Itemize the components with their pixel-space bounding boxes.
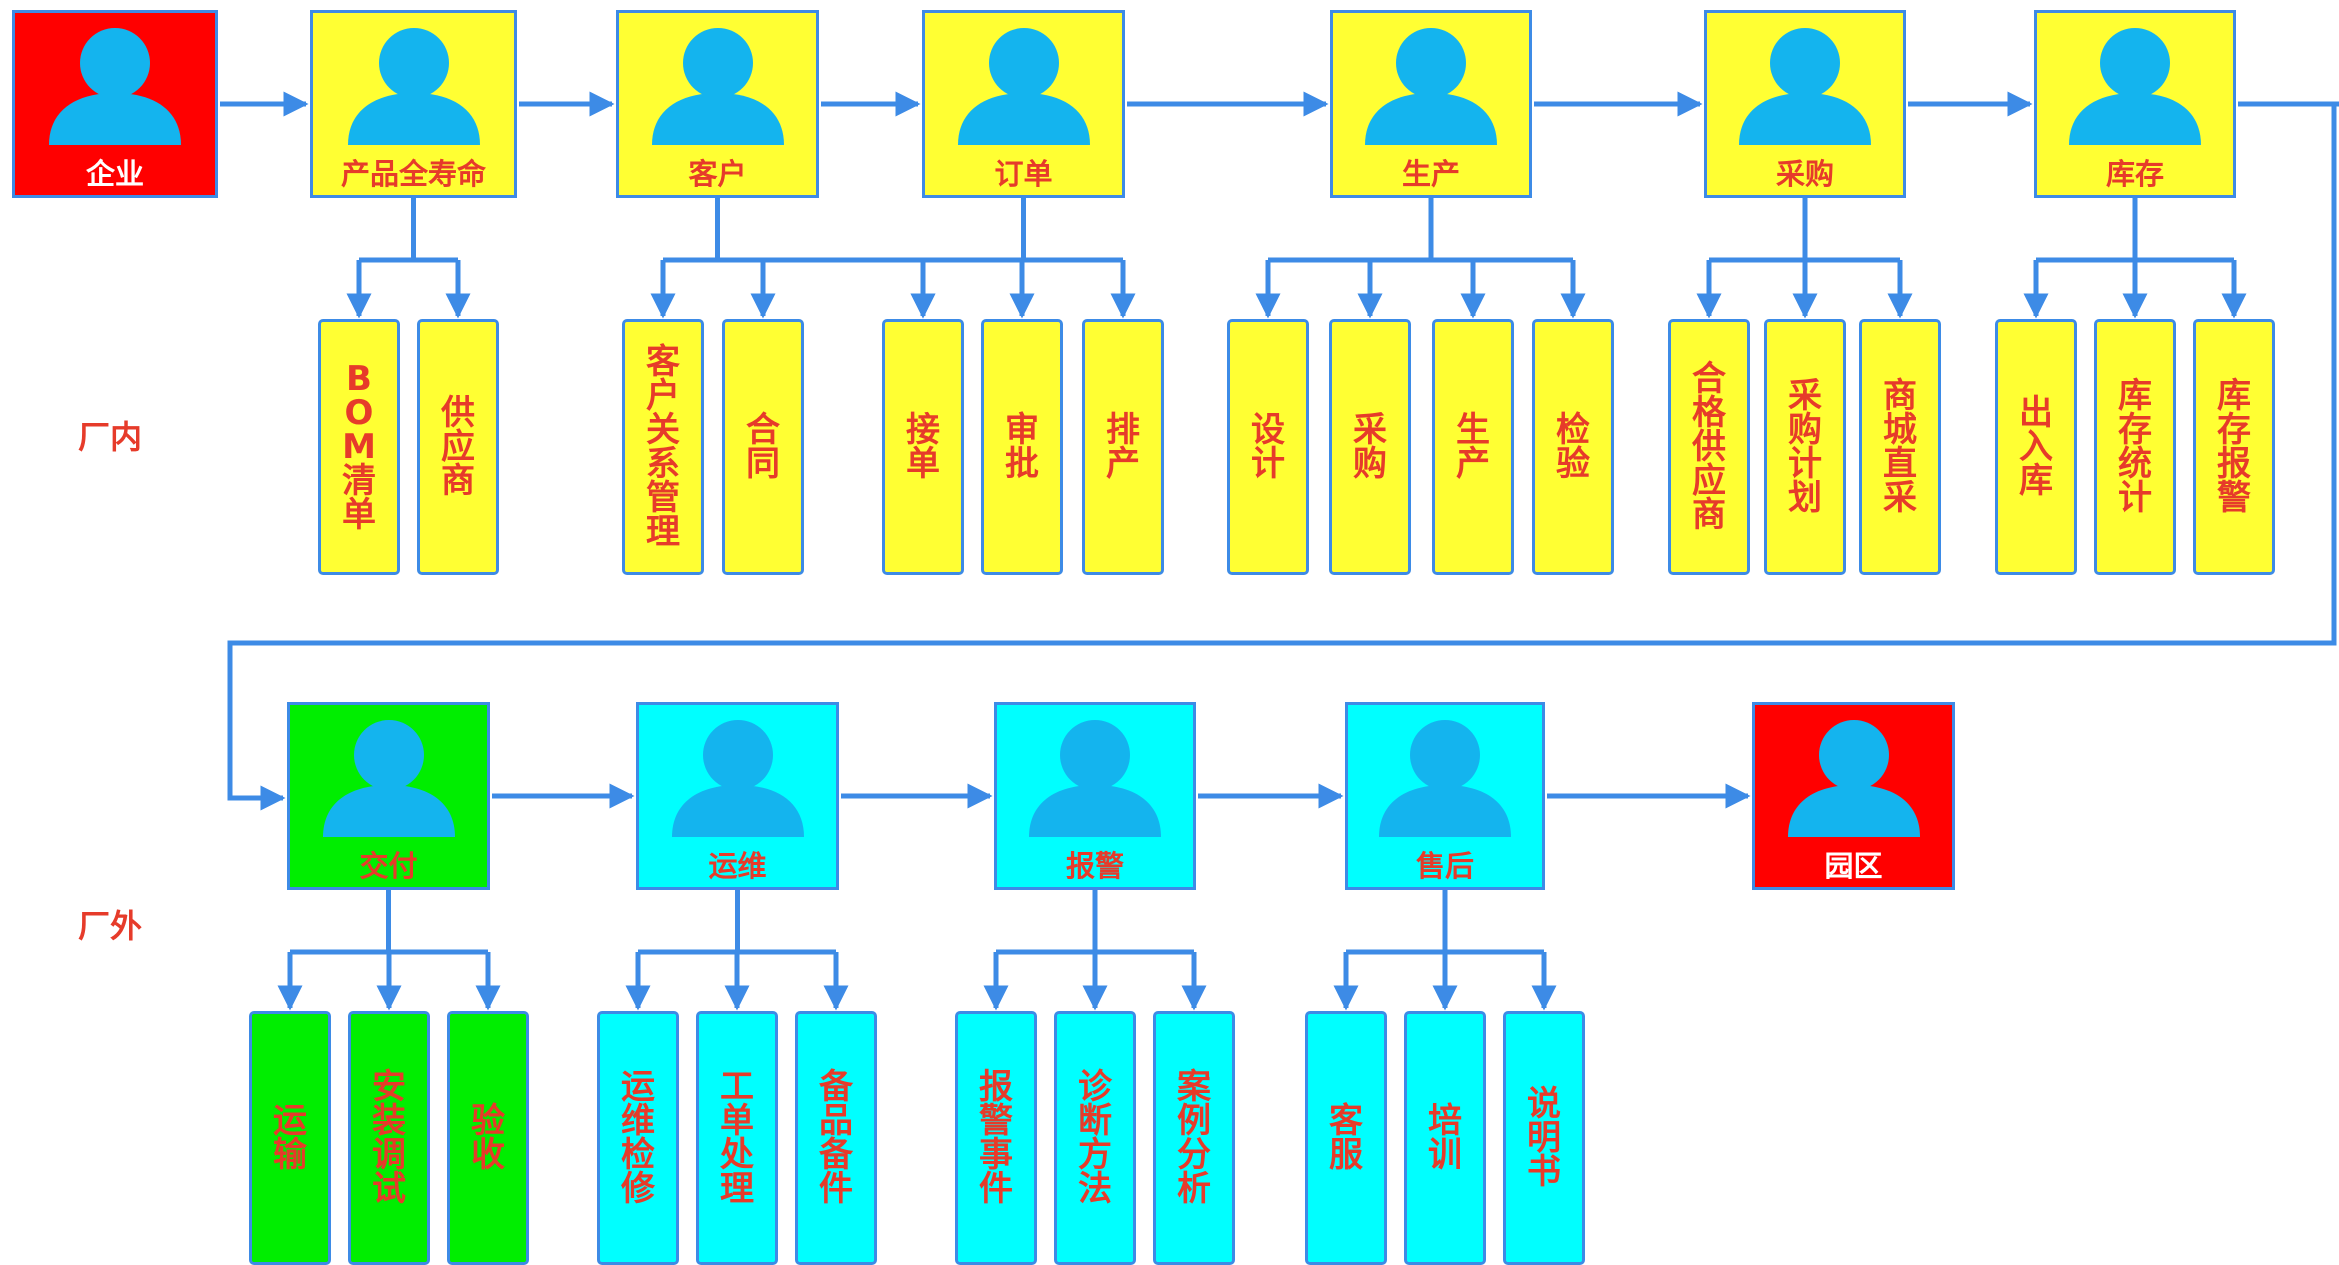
- node-label: 产品全寿命: [340, 157, 486, 191]
- node-delivery[interactable]: 交付: [287, 702, 490, 890]
- sub-item-label: 库存报警: [2216, 376, 2251, 518]
- sub-item[interactable]: 运维检修: [597, 1011, 679, 1265]
- node-enterprise[interactable]: 企业: [12, 10, 218, 198]
- sub-item[interactable]: BOM清单: [318, 319, 400, 575]
- sub-item-label: 运输: [272, 1101, 307, 1175]
- flow-wrap-line: [227, 104, 2337, 811]
- node-label: 报警: [1065, 849, 1124, 883]
- sub-item[interactable]: 审批: [981, 319, 1063, 575]
- sub-item-label: 案例分析: [1176, 1067, 1211, 1209]
- sub-item[interactable]: 客户关系管理: [622, 319, 704, 575]
- sub-item-label: 工单处理: [719, 1067, 754, 1209]
- node-production[interactable]: 生产: [1330, 10, 1532, 198]
- person-icon: [1379, 720, 1511, 837]
- node-label: 运维: [708, 849, 767, 883]
- sub-item[interactable]: 库存统计: [2094, 319, 2176, 575]
- person-icon: [347, 28, 480, 145]
- node-alarm[interactable]: 报警: [994, 702, 1196, 890]
- sub-item[interactable]: 商城直采: [1859, 319, 1941, 575]
- node-label: 采购: [1775, 157, 1834, 191]
- node-label: 交付: [359, 849, 418, 883]
- sub-item[interactable]: 客服: [1305, 1011, 1387, 1265]
- sub-item[interactable]: 合格供应商: [1668, 319, 1750, 575]
- node-procurement[interactable]: 采购: [1704, 10, 1906, 198]
- sub-item-label: 说明书: [1526, 1084, 1561, 1192]
- zone-label-inside: 厂内: [78, 418, 143, 456]
- node-inventory[interactable]: 库存: [2034, 10, 2236, 198]
- sub-item[interactable]: 生产: [1432, 319, 1514, 575]
- sub-item-label: 培训: [1427, 1101, 1462, 1175]
- sub-item[interactable]: 库存报警: [2193, 319, 2275, 575]
- sub-item-label: 接单: [905, 410, 940, 484]
- sub-item-label: 采购: [1352, 410, 1387, 484]
- sub-item[interactable]: 安装调试: [348, 1011, 430, 1265]
- sub-item[interactable]: 验收: [447, 1011, 529, 1265]
- sub-item-label: 出入库: [2018, 393, 2053, 501]
- node-label: 库存: [2105, 157, 2164, 191]
- node-customer[interactable]: 客户: [616, 10, 819, 198]
- person-icon: [957, 28, 1090, 145]
- node-label: 订单: [994, 157, 1053, 191]
- sub-item[interactable]: 采购计划: [1764, 319, 1846, 575]
- node-label: 园区: [1824, 849, 1883, 883]
- person-icon: [1029, 720, 1161, 837]
- sub-item-label: 客服: [1328, 1101, 1363, 1175]
- sub-item[interactable]: 供应商: [417, 319, 499, 575]
- node-label: 生产: [1401, 157, 1460, 191]
- sub-item-label: BOM清单: [341, 359, 376, 535]
- zone-label-outside: 厂外: [78, 907, 143, 945]
- sub-item-label: 客户关系管理: [645, 342, 680, 552]
- person-icon: [1739, 28, 1871, 145]
- sub-item[interactable]: 出入库: [1995, 319, 2077, 575]
- sub-item-label: 运维检修: [620, 1067, 655, 1209]
- sub-item-label: 合格供应商: [1691, 359, 1726, 535]
- node-label: 企业: [85, 157, 144, 191]
- sub-item[interactable]: 运输: [249, 1011, 331, 1265]
- person-icon: [651, 28, 784, 145]
- sub-item-label: 库存统计: [2117, 376, 2152, 518]
- sub-item[interactable]: 案例分析: [1153, 1011, 1235, 1265]
- person-icon: [1365, 28, 1497, 145]
- person-icon: [49, 28, 181, 145]
- sub-item-label: 采购计划: [1787, 376, 1822, 518]
- node-product-lifecycle[interactable]: 产品全寿命: [310, 10, 517, 198]
- sub-item-label: 供应商: [440, 393, 475, 501]
- sub-item-label: 诊断方法: [1077, 1067, 1112, 1209]
- node-after-sales[interactable]: 售后: [1345, 702, 1545, 890]
- sub-item-label: 商城直采: [1882, 376, 1917, 518]
- sub-item-label: 设计: [1250, 410, 1285, 484]
- person-icon: [671, 720, 804, 837]
- sub-item[interactable]: 设计: [1227, 319, 1309, 575]
- sub-item[interactable]: 报警事件: [955, 1011, 1037, 1265]
- sub-item[interactable]: 接单: [882, 319, 964, 575]
- node-operations[interactable]: 运维: [636, 702, 839, 890]
- node-park[interactable]: 园区: [1752, 702, 1955, 890]
- sub-item-label: 排产: [1105, 410, 1140, 484]
- sub-item[interactable]: 采购: [1329, 319, 1411, 575]
- sub-item[interactable]: 合同: [722, 319, 804, 575]
- person-icon: [322, 720, 455, 837]
- sub-item-label: 检验: [1555, 410, 1590, 484]
- person-icon: [2069, 28, 2201, 145]
- sub-item[interactable]: 排产: [1082, 319, 1164, 575]
- node-label: 客户: [688, 157, 747, 191]
- sub-item-label: 验收: [470, 1101, 505, 1175]
- node-order[interactable]: 订单: [922, 10, 1125, 198]
- sub-item-label: 安装调试: [371, 1067, 406, 1209]
- sub-item[interactable]: 说明书: [1503, 1011, 1585, 1265]
- node-label: 售后: [1415, 849, 1474, 883]
- sub-item[interactable]: 备品备件: [795, 1011, 877, 1265]
- sub-item[interactable]: 培训: [1404, 1011, 1486, 1265]
- sub-item-label: 报警事件: [978, 1067, 1013, 1209]
- sub-item[interactable]: 检验: [1532, 319, 1614, 575]
- person-icon: [1787, 720, 1920, 837]
- sub-item-label: 合同: [745, 410, 780, 484]
- sub-item-label: 备品备件: [818, 1067, 853, 1209]
- sub-item-label: 生产: [1455, 410, 1490, 484]
- sub-item[interactable]: 诊断方法: [1054, 1011, 1136, 1265]
- sub-item-label: 审批: [1004, 410, 1039, 484]
- sub-item[interactable]: 工单处理: [696, 1011, 778, 1265]
